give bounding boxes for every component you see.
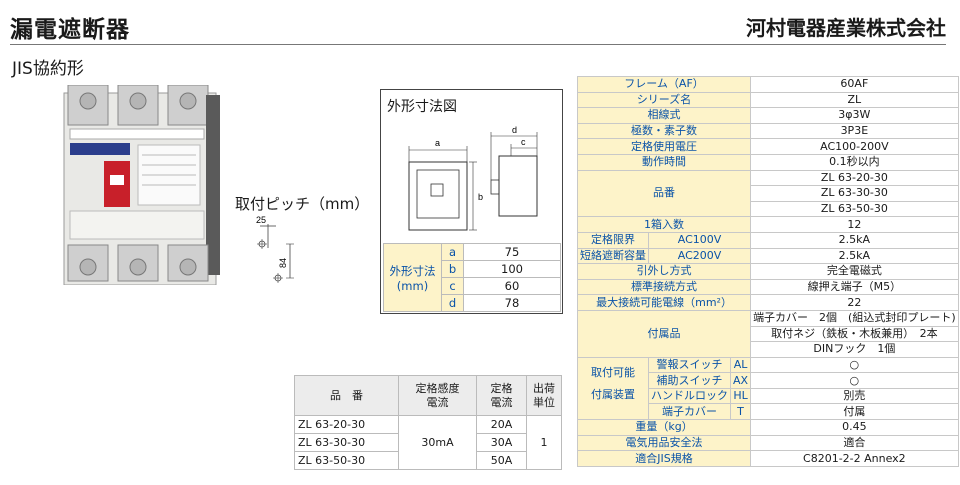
product-model: ZL 63-30-30 (294, 433, 399, 452)
outline-drawing: a b d c (408, 125, 538, 231)
product-table: 品 番 定格感度電流 定格電流 出荷単位 ZL 63-20-30 30mA 20… (294, 375, 562, 470)
spec-value: AC100-200V (750, 138, 959, 155)
product-header-model: 品 番 (294, 375, 399, 416)
spec-label: 付属装置 (577, 388, 649, 421)
maker-name: 河村電器産業株式会社 (746, 16, 946, 40)
dim-value: 78 (463, 294, 561, 312)
spec-value: 12 (750, 216, 959, 233)
option-name: 補助スイッチ (648, 372, 731, 389)
outline-title: 外形寸法図 (387, 99, 457, 115)
dim-value: 60 (463, 277, 561, 295)
mounting-pitch-diagram: 25 84 (256, 215, 294, 283)
spec-label: AC200V (647, 247, 752, 265)
spec-label: 適合JIS規格 (576, 450, 752, 467)
spec-value: 取付ネジ（鉄板・木板兼用） 2本 (750, 325, 959, 343)
spec-label: AC100V (647, 231, 752, 249)
spec-value: ZL (750, 91, 959, 109)
subtitle: JIS協約形 (12, 59, 84, 79)
spec-value: 適合 (750, 434, 959, 452)
spec-value: 22 (750, 294, 959, 311)
product-model: ZL 63-20-30 (294, 415, 399, 434)
spec-value: 0.45 (750, 419, 959, 436)
spec-label: 極数・素子数 (576, 122, 752, 140)
option-value: 別売 (750, 387, 959, 405)
spec-label: 品番 (576, 169, 752, 218)
dim-key: c (441, 277, 464, 295)
outline-dimension-table: 外形寸法 (mm) a 75 b 100 c 60 d 78 (383, 243, 561, 312)
dim-label-c: c (521, 137, 526, 147)
product-header-sensitivity: 定格感度電流 (398, 375, 477, 416)
spec-value: 線押え端子（M5） (750, 278, 959, 296)
outline-dimension-panel: 外形寸法図 a b d c 外形寸法 (mm) a 75 b 100 (380, 89, 563, 314)
dim-label-b: b (478, 192, 483, 202)
spec-label: 付属品 (576, 309, 752, 358)
dim-label-d: d (512, 125, 517, 135)
spec-label: 定格使用電圧 (576, 138, 752, 155)
spec-value: ZL 63-50-30 (750, 200, 959, 218)
product-model: ZL 63-50-30 (294, 451, 399, 470)
spec-label: シリーズ名 (576, 91, 752, 109)
spec-value: 60AF (750, 76, 959, 93)
pitch-dim-side: 84 (278, 258, 288, 268)
option-name: 警報スイッチ (648, 356, 731, 374)
option-code: T (729, 403, 752, 421)
spec-label: 引外し方式 (576, 263, 752, 280)
pitch-dim-top: 25 (256, 215, 266, 225)
product-header-rated: 定格電流 (476, 375, 527, 416)
breaker-photo (63, 85, 220, 285)
spec-value: 2.5kA (750, 231, 959, 249)
option-value: ○ (750, 356, 959, 374)
spec-value: 端子カバー 2個 (組込式封印プレート) (750, 309, 959, 327)
spec-value: 0.1秒以内 (750, 153, 959, 171)
spec-label: 定格限界 (577, 231, 649, 249)
outline-table-header: 外形寸法 (mm) (383, 243, 442, 312)
spec-label: 重量（kg） (576, 419, 752, 436)
spec-value: 3P3E (750, 122, 959, 140)
spec-value: C8201-2-2 Annex2 (750, 450, 959, 467)
spec-label: 標準接続方式 (576, 278, 752, 296)
option-value: 付属 (750, 403, 959, 421)
dim-key: b (441, 260, 464, 278)
spec-value: ZL 63-30-30 (750, 185, 959, 202)
dim-key: d (441, 294, 464, 312)
product-rated: 20A (476, 415, 527, 434)
spec-label: 動作時間 (576, 153, 752, 171)
mounting-pitch-label: 取付ピッチ（mm） (235, 195, 370, 213)
page-title: 漏電遮断器 (10, 17, 130, 43)
title-divider (10, 44, 946, 45)
product-rated: 50A (476, 451, 527, 470)
spec-label: 電気用品安全法 (576, 434, 752, 452)
option-name: 端子カバー (648, 403, 731, 421)
dim-key: a (441, 243, 464, 261)
spec-value: ZL 63-20-30 (750, 169, 959, 187)
product-header-unit: 出荷単位 (526, 375, 562, 416)
dim-label-a: a (435, 138, 440, 148)
product-rated: 30A (476, 433, 527, 452)
spec-label: 短絡遮断容量 (577, 247, 649, 265)
option-name: ハンドルロック (648, 387, 731, 405)
option-code: AX (729, 372, 752, 389)
spec-label: 最大接続可能電線（mm²） (576, 294, 752, 311)
spec-value: 完全電磁式 (750, 263, 959, 280)
product-unit: 1 (526, 415, 562, 470)
spec-value: 3φ3W (750, 107, 959, 124)
spec-label: フレーム（AF） (576, 76, 752, 93)
option-value: ○ (750, 372, 959, 389)
option-code: HL (729, 387, 752, 405)
dim-value: 100 (463, 260, 561, 278)
option-code: AL (729, 356, 752, 374)
spec-value: 2.5kA (750, 247, 959, 265)
product-sensitivity: 30mA (398, 415, 477, 470)
spec-label: 相線式 (576, 107, 752, 124)
spec-label: 取付可能 (577, 356, 649, 389)
spec-value: DINフック 1個 (750, 341, 959, 358)
dim-value: 75 (463, 243, 561, 261)
spec-label: 1箱入数 (576, 216, 752, 233)
